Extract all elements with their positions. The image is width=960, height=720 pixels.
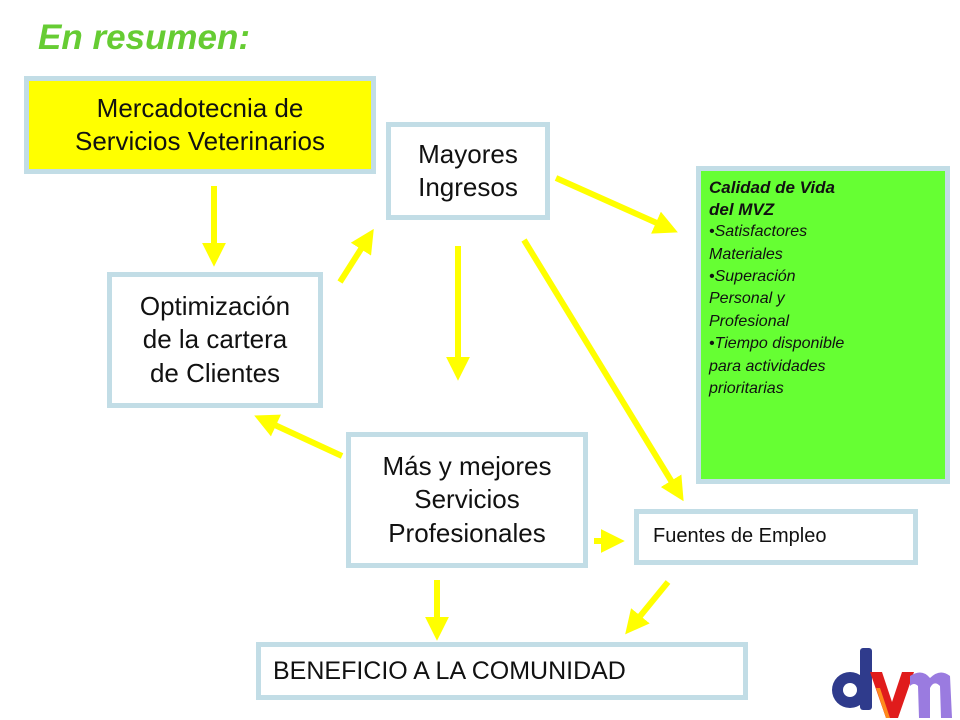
mercadotecnia-box: Mercadotecnia de Servicios Veterinarios bbox=[24, 76, 376, 174]
arrow-fuentes-to-benef bbox=[625, 580, 671, 635]
fuentes-empleo-label: Fuentes de Empleo bbox=[653, 525, 827, 548]
arrow-mayores-to-calidad bbox=[554, 175, 678, 234]
mas-mejores-servicios-box: Más y mejores Servicios Profesionales bbox=[346, 432, 588, 568]
fuentes-empleo-box: Fuentes de Empleo bbox=[634, 509, 918, 565]
calidad-vida-title: Calidad de Vida del MVZ bbox=[709, 178, 835, 220]
arrow-mas-to-optim bbox=[254, 414, 344, 459]
arrow-mayores-to-fuentes bbox=[521, 238, 684, 502]
calidad-item-satisfactores: •Satisfactores Materiales bbox=[709, 223, 808, 263]
slide-title: En resumen: bbox=[38, 18, 250, 57]
beneficio-comunidad-box: BENEFICIO A LA COMUNIDAD bbox=[256, 642, 748, 700]
optimizacion-box: Optimización de la cartera de Clientes bbox=[107, 272, 323, 408]
mas-mejores-servicios-label: Más y mejores Servicios Profesionales bbox=[382, 451, 552, 548]
dvm-logo-icon bbox=[832, 648, 952, 718]
calidad-item-tiempo: •Tiempo disponible para actividades prio… bbox=[709, 335, 845, 397]
calidad-item-superacion: •Superación Personal y Profesional bbox=[709, 267, 796, 330]
beneficio-comunidad-label: BENEFICIO A LA COMUNIDAD bbox=[273, 657, 626, 685]
mercadotecnia-label: Mercadotecnia de Servicios Veterinarios bbox=[75, 92, 325, 156]
mayores-ingresos-box: Mayores Ingresos bbox=[386, 122, 550, 220]
mayores-ingresos-label: Mayores Ingresos bbox=[418, 138, 518, 202]
calidad-vida-box: Calidad de Vida del MVZ •Satisfactores M… bbox=[696, 166, 950, 484]
arrow-optim-to-mayores bbox=[337, 228, 374, 284]
optimizacion-label: Optimización de la cartera de Clientes bbox=[139, 291, 291, 388]
